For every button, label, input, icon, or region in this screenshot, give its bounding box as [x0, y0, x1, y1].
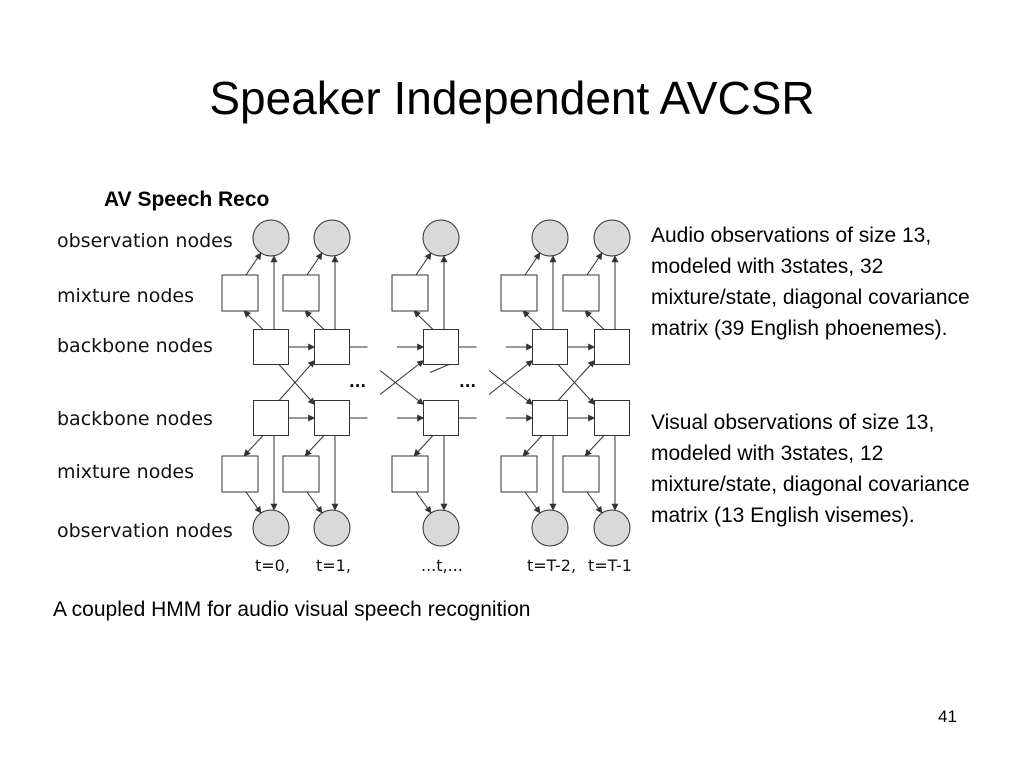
observation-node-bottom-3 [531, 509, 569, 547]
slide-title: Speaker Independent AVCSR [209, 72, 815, 124]
coupling-stub-mid [429, 364, 450, 373]
edge-bottom-backbone-to-mixture-0 [243, 435, 264, 457]
edge-top-backbone-to-mixture-4 [584, 310, 605, 330]
coupling-edge-0-up [278, 359, 315, 401]
coupling-edge-t2-up [488, 360, 534, 395]
time-label-t: ...t,... [421, 556, 463, 575]
coupling-edge-mid-up [379, 360, 425, 395]
observation-node-bottom-2 [422, 509, 460, 547]
observation-node-top-2 [422, 219, 460, 257]
mixture-node-bottom-3 [500, 455, 538, 493]
figure-heading: AV Speech Reco [104, 188, 270, 211]
edge-top-backbone-to-mixture-2 [413, 310, 434, 330]
time-label-t-minus-1: t=T-1 [588, 556, 632, 575]
observation-node-bottom-4 [593, 509, 631, 547]
edge-top-backbone-to-mixture-0 [243, 310, 264, 330]
edge-bottom-mixture-to-observation-0 [245, 491, 262, 514]
mixture-node-bottom-0 [221, 455, 259, 493]
edge-bottom-mixture-to-observation-1 [306, 491, 323, 514]
backbone-node-top-2 [423, 329, 459, 365]
mixture-node-top-1 [282, 274, 320, 312]
observation-node-bottom-1 [313, 509, 351, 547]
time-label-t1: t=1, [316, 556, 351, 575]
edge-top-backbone-to-mixture-1 [304, 310, 325, 330]
edge-bottom-backbone-to-mixture-1 [304, 435, 325, 457]
edge-bottom-mixture-to-observation-4 [586, 491, 603, 514]
edge-bottom-backbone-to-mixture-4 [584, 435, 605, 457]
backbone-node-bottom-0 [253, 400, 289, 436]
backbone-node-bottom-4 [594, 400, 630, 436]
backbone-node-top-1 [314, 329, 350, 365]
mixture-node-top-0 [221, 274, 259, 312]
observation-node-top-4 [593, 219, 631, 257]
visual-description: Visual observations of size 13, modeled … [651, 411, 970, 527]
row-label-bottom-backbone-nodes: backbone nodes [57, 408, 213, 430]
backbone-node-top-4 [594, 329, 630, 365]
backbone-node-top-3 [532, 329, 568, 365]
observation-node-top-0 [252, 219, 290, 257]
mixture-node-top-3 [500, 274, 538, 312]
ellipsis-left: ... [349, 373, 367, 391]
edge-bottom-mixture-to-observation-3 [524, 491, 541, 514]
slide-number: 41 [938, 707, 957, 726]
edge-top-mixture-to-observation-4 [586, 252, 603, 276]
observation-node-bottom-0 [252, 509, 290, 547]
figure-caption: A coupled HMM for audio visual speech re… [53, 598, 531, 621]
observation-node-top-3 [531, 219, 569, 257]
edge-top-backbone-to-mixture-3 [522, 310, 543, 330]
edge-top-mixture-to-observation-2 [415, 252, 432, 276]
audio-description: Audio observations of size 13, modeled w… [651, 224, 970, 340]
edge-bottom-mixture-to-observation-2 [415, 491, 432, 514]
backbone-node-bottom-1 [314, 400, 350, 436]
coupling-edge-last-up [557, 359, 595, 401]
coupling-edge-0-down [278, 364, 315, 406]
edge-bottom-backbone-to-mixture-3 [522, 435, 543, 457]
edge-bottom-backbone-to-mixture-2 [413, 435, 434, 457]
edge-top-mixture-to-observation-3 [524, 252, 541, 276]
time-label-t-minus-2: t=T-2, [527, 556, 577, 575]
coupling-edge-t2-down [488, 370, 534, 405]
ellipsis-right: ... [459, 373, 477, 391]
row-label-top-backbone-nodes: backbone nodes [57, 335, 213, 357]
row-label-bottom-observation-nodes: observation nodes [57, 520, 233, 542]
row-label-top-mixture-nodes: mixture nodes [57, 285, 194, 307]
mixture-node-bottom-1 [282, 455, 320, 493]
row-label-bottom-mixture-nodes: mixture nodes [57, 461, 194, 483]
mixture-node-bottom-4 [562, 455, 600, 493]
time-label-t0: t=0, [255, 556, 290, 575]
backbone-node-bottom-2 [423, 400, 459, 436]
row-label-top-observation-nodes: observation nodes [57, 230, 233, 252]
backbone-node-top-0 [253, 329, 289, 365]
edge-top-mixture-to-observation-0 [245, 252, 262, 276]
mixture-node-bottom-2 [391, 455, 429, 493]
edge-top-mixture-to-observation-1 [306, 252, 323, 276]
mixture-node-top-2 [391, 274, 429, 312]
observation-node-top-1 [313, 219, 351, 257]
backbone-node-bottom-3 [532, 400, 568, 436]
coupling-edge-mid-down [379, 370, 425, 405]
coupling-edge-last-down [557, 364, 595, 406]
mixture-node-top-4 [562, 274, 600, 312]
